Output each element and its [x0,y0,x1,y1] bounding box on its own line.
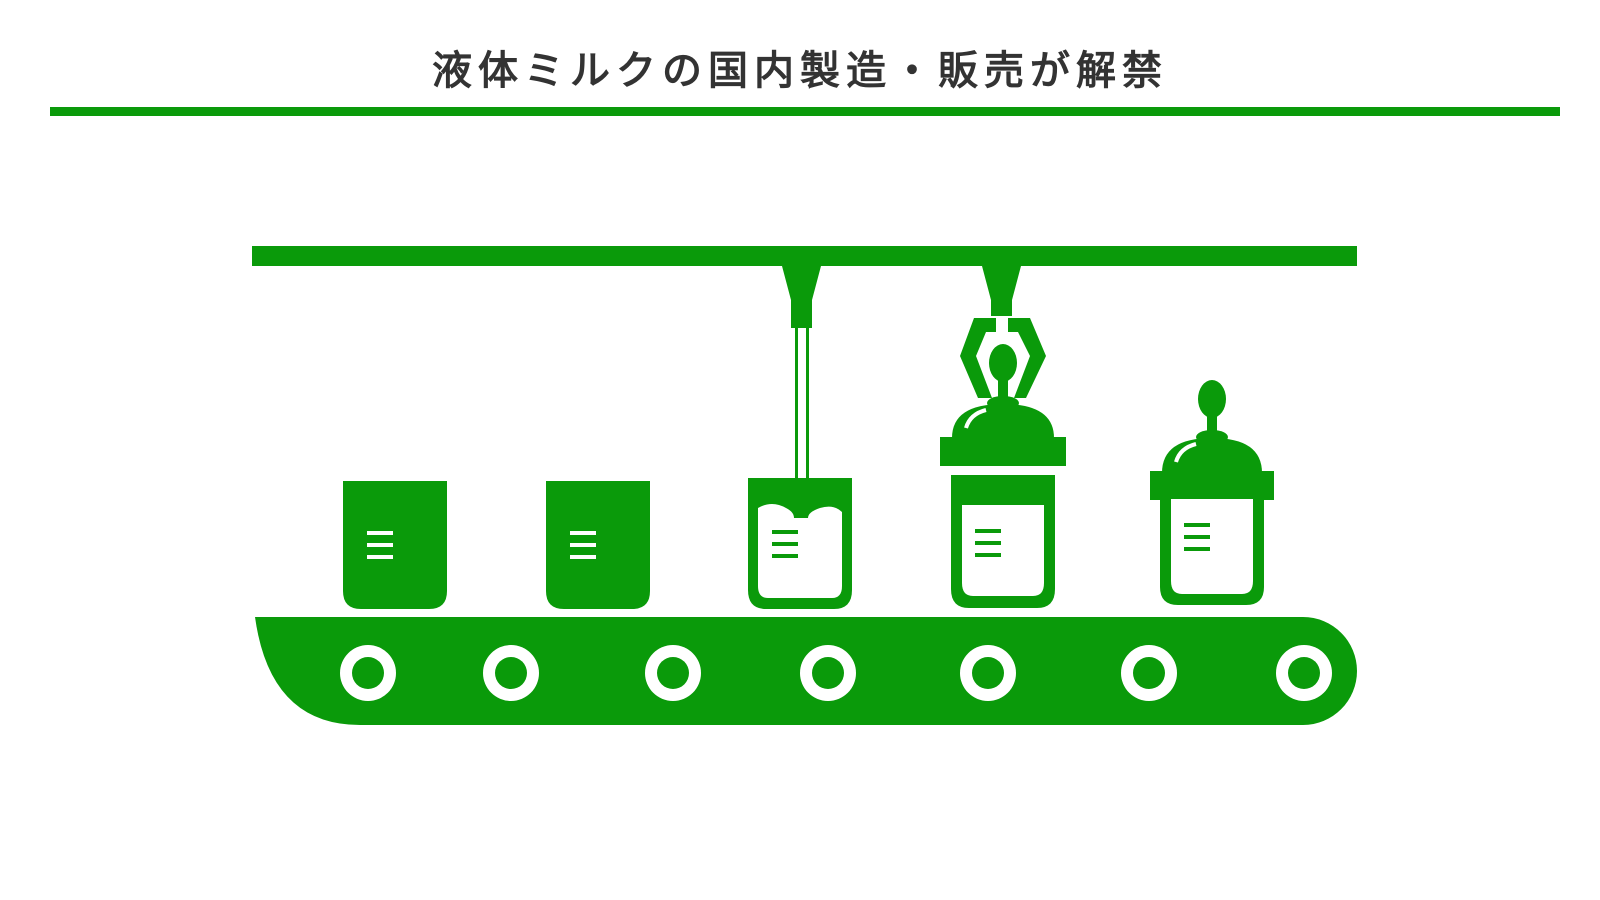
container-stage-2-icon [546,481,650,609]
overhead-rail [252,246,1357,266]
roller-icon [483,645,539,701]
roller-icon [960,645,1016,701]
roller-icon [800,645,856,701]
container-stage-1-icon [343,481,447,609]
title-underline [50,107,1560,116]
roller-icon [1276,645,1332,701]
page-title: 液体ミルクの国内製造・販売が解禁 [432,48,1168,94]
conveyor-rollers [340,645,1332,701]
container-stage-3-icon [748,478,852,609]
filler-nozzle-icon [782,266,821,524]
roller-icon [340,645,396,701]
roller-icon [1121,645,1177,701]
finished-bottle-icon [1150,380,1274,605]
roller-icon [645,645,701,701]
gripper-claw-icon [940,266,1066,466]
container-stage-4-icon [951,475,1055,608]
